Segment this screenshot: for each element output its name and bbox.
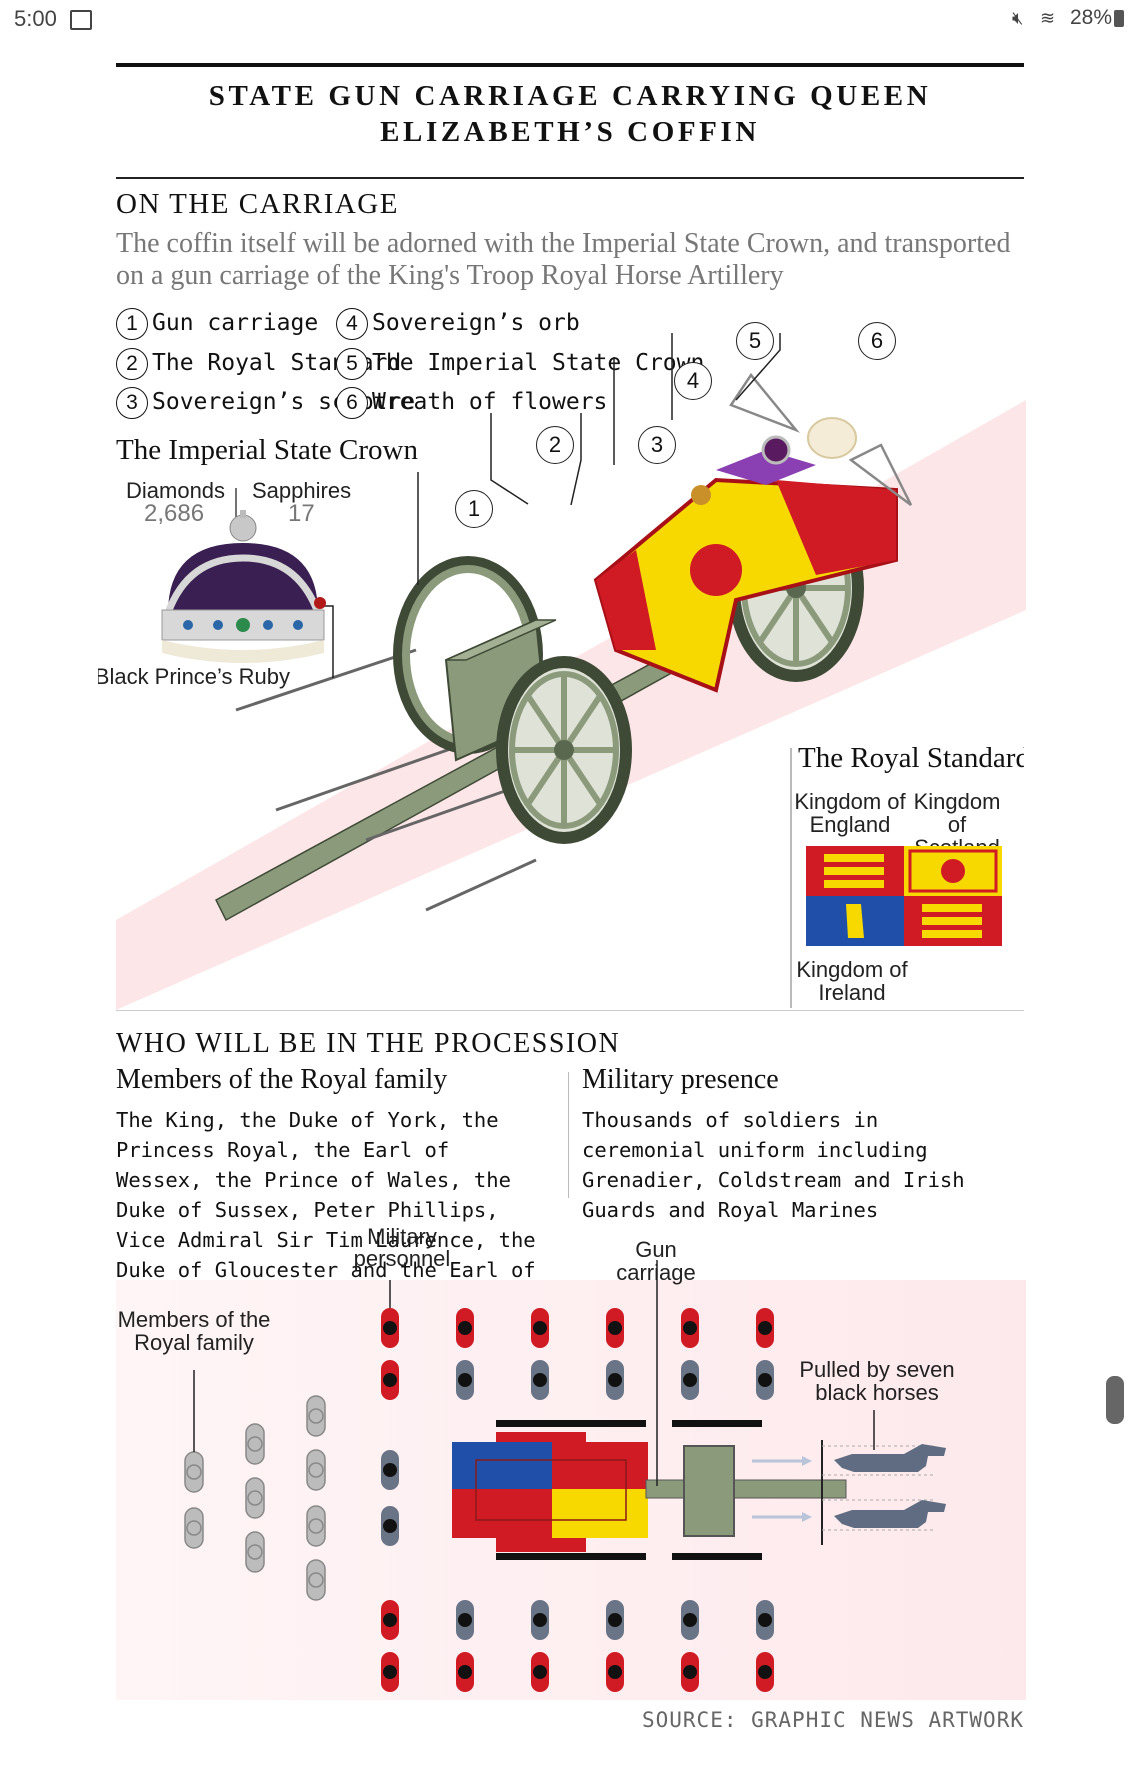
carriage-intro: The coffin itself will be adorned with t… — [116, 228, 1011, 291]
diamonds-value: 2,686 — [144, 500, 205, 527]
callout-3: 3 — [638, 426, 676, 464]
sapphires-value: 17 — [288, 500, 315, 527]
legend-number: 4 — [336, 307, 368, 340]
military-heading: Military presence — [582, 1064, 779, 1095]
callout-5: 5 — [736, 322, 774, 360]
military-personnel-label: Military personnel — [353, 1224, 451, 1271]
legend-number: 2 — [116, 347, 148, 380]
column-divider — [568, 1072, 569, 1198]
gallery-icon — [70, 10, 92, 30]
carriage-illustration — [116, 333, 1026, 1010]
military-text: Thousands of soldiers in ceremonial unif… — [582, 1108, 965, 1222]
battery-icon — [1114, 10, 1124, 27]
legend-label: Sovereign’s sceptre — [152, 389, 416, 415]
legend-number: 5 — [336, 347, 368, 380]
procession-diagram — [116, 1260, 1026, 1700]
callout-6: 6 — [858, 322, 896, 360]
sapphires-label: Sapphires — [252, 478, 352, 503]
wifi-icon: ≋ — [1040, 8, 1056, 29]
callout-4: 4 — [674, 362, 712, 400]
crown-heading: The Imperial State Crown — [116, 434, 418, 466]
royal-family-text: The King, the Duke of York, the Princess… — [116, 1108, 536, 1312]
ruby-label: Black Prince’s Ruby — [98, 664, 290, 689]
standard-divider — [790, 748, 792, 1008]
crown-shape — [761, 435, 791, 465]
standard-heading: The Royal Standard — [798, 742, 1024, 774]
front-wheel — [496, 656, 632, 844]
legend-number: 6 — [336, 386, 368, 419]
title-rule — [116, 177, 1024, 179]
mute-icon: 🔇︎ — [1012, 8, 1024, 29]
page-title: STATE GUN CARRIAGE CARRYING QUEEN ELIZAB… — [208, 80, 932, 148]
england-label: Kingdom of England — [794, 789, 906, 837]
cushion-shape — [716, 450, 816, 485]
carriage-bottom-rule — [116, 1010, 1024, 1011]
coffin-top-view — [452, 1432, 648, 1552]
legend-label: Gun carriage — [152, 310, 319, 336]
lion-emblem — [690, 544, 742, 596]
callout-2: 2 — [536, 426, 574, 464]
carriage-heading: ON THE CARRIAGE — [116, 188, 399, 220]
orb-shape — [691, 485, 711, 505]
royal-standard-flag — [806, 846, 1002, 946]
legend-number: 1 — [116, 307, 148, 340]
legend-number: 3 — [116, 386, 148, 419]
royal-family-label: Members of the Royal family — [117, 1307, 271, 1355]
legend-label: Sovereign’s orb — [372, 310, 580, 336]
wreath-shape — [807, 417, 857, 459]
gun-carriage-label: Gun carriage — [616, 1237, 696, 1285]
battery-level: 28% — [1069, 6, 1112, 29]
crown-image — [161, 488, 334, 678]
procession-heading: WHO WILL BE IN THE PROCESSION — [116, 1028, 621, 1059]
status-time: 5:00 — [14, 6, 57, 31]
source-credit: SOURCE: GRAPHIC NEWS ARTWORK — [641, 1708, 1024, 1732]
status-bar: 5:00 🔇︎ ≋ 28% — [0, 0, 1148, 40]
legend-label: The Imperial State Crown — [372, 350, 705, 376]
scroll-handle[interactable] — [1106, 1376, 1124, 1424]
diamonds-label: Diamonds — [126, 478, 226, 503]
royal-family-heading: Members of the Royal family — [116, 1064, 448, 1095]
top-rule — [116, 63, 1024, 67]
callout-1: 1 — [455, 490, 493, 528]
horses-label: Pulled by seven black horses — [799, 1357, 955, 1405]
legend-label: Wreath of flowers — [372, 389, 608, 415]
ireland-label: Kingdom of Ireland — [796, 957, 908, 1005]
